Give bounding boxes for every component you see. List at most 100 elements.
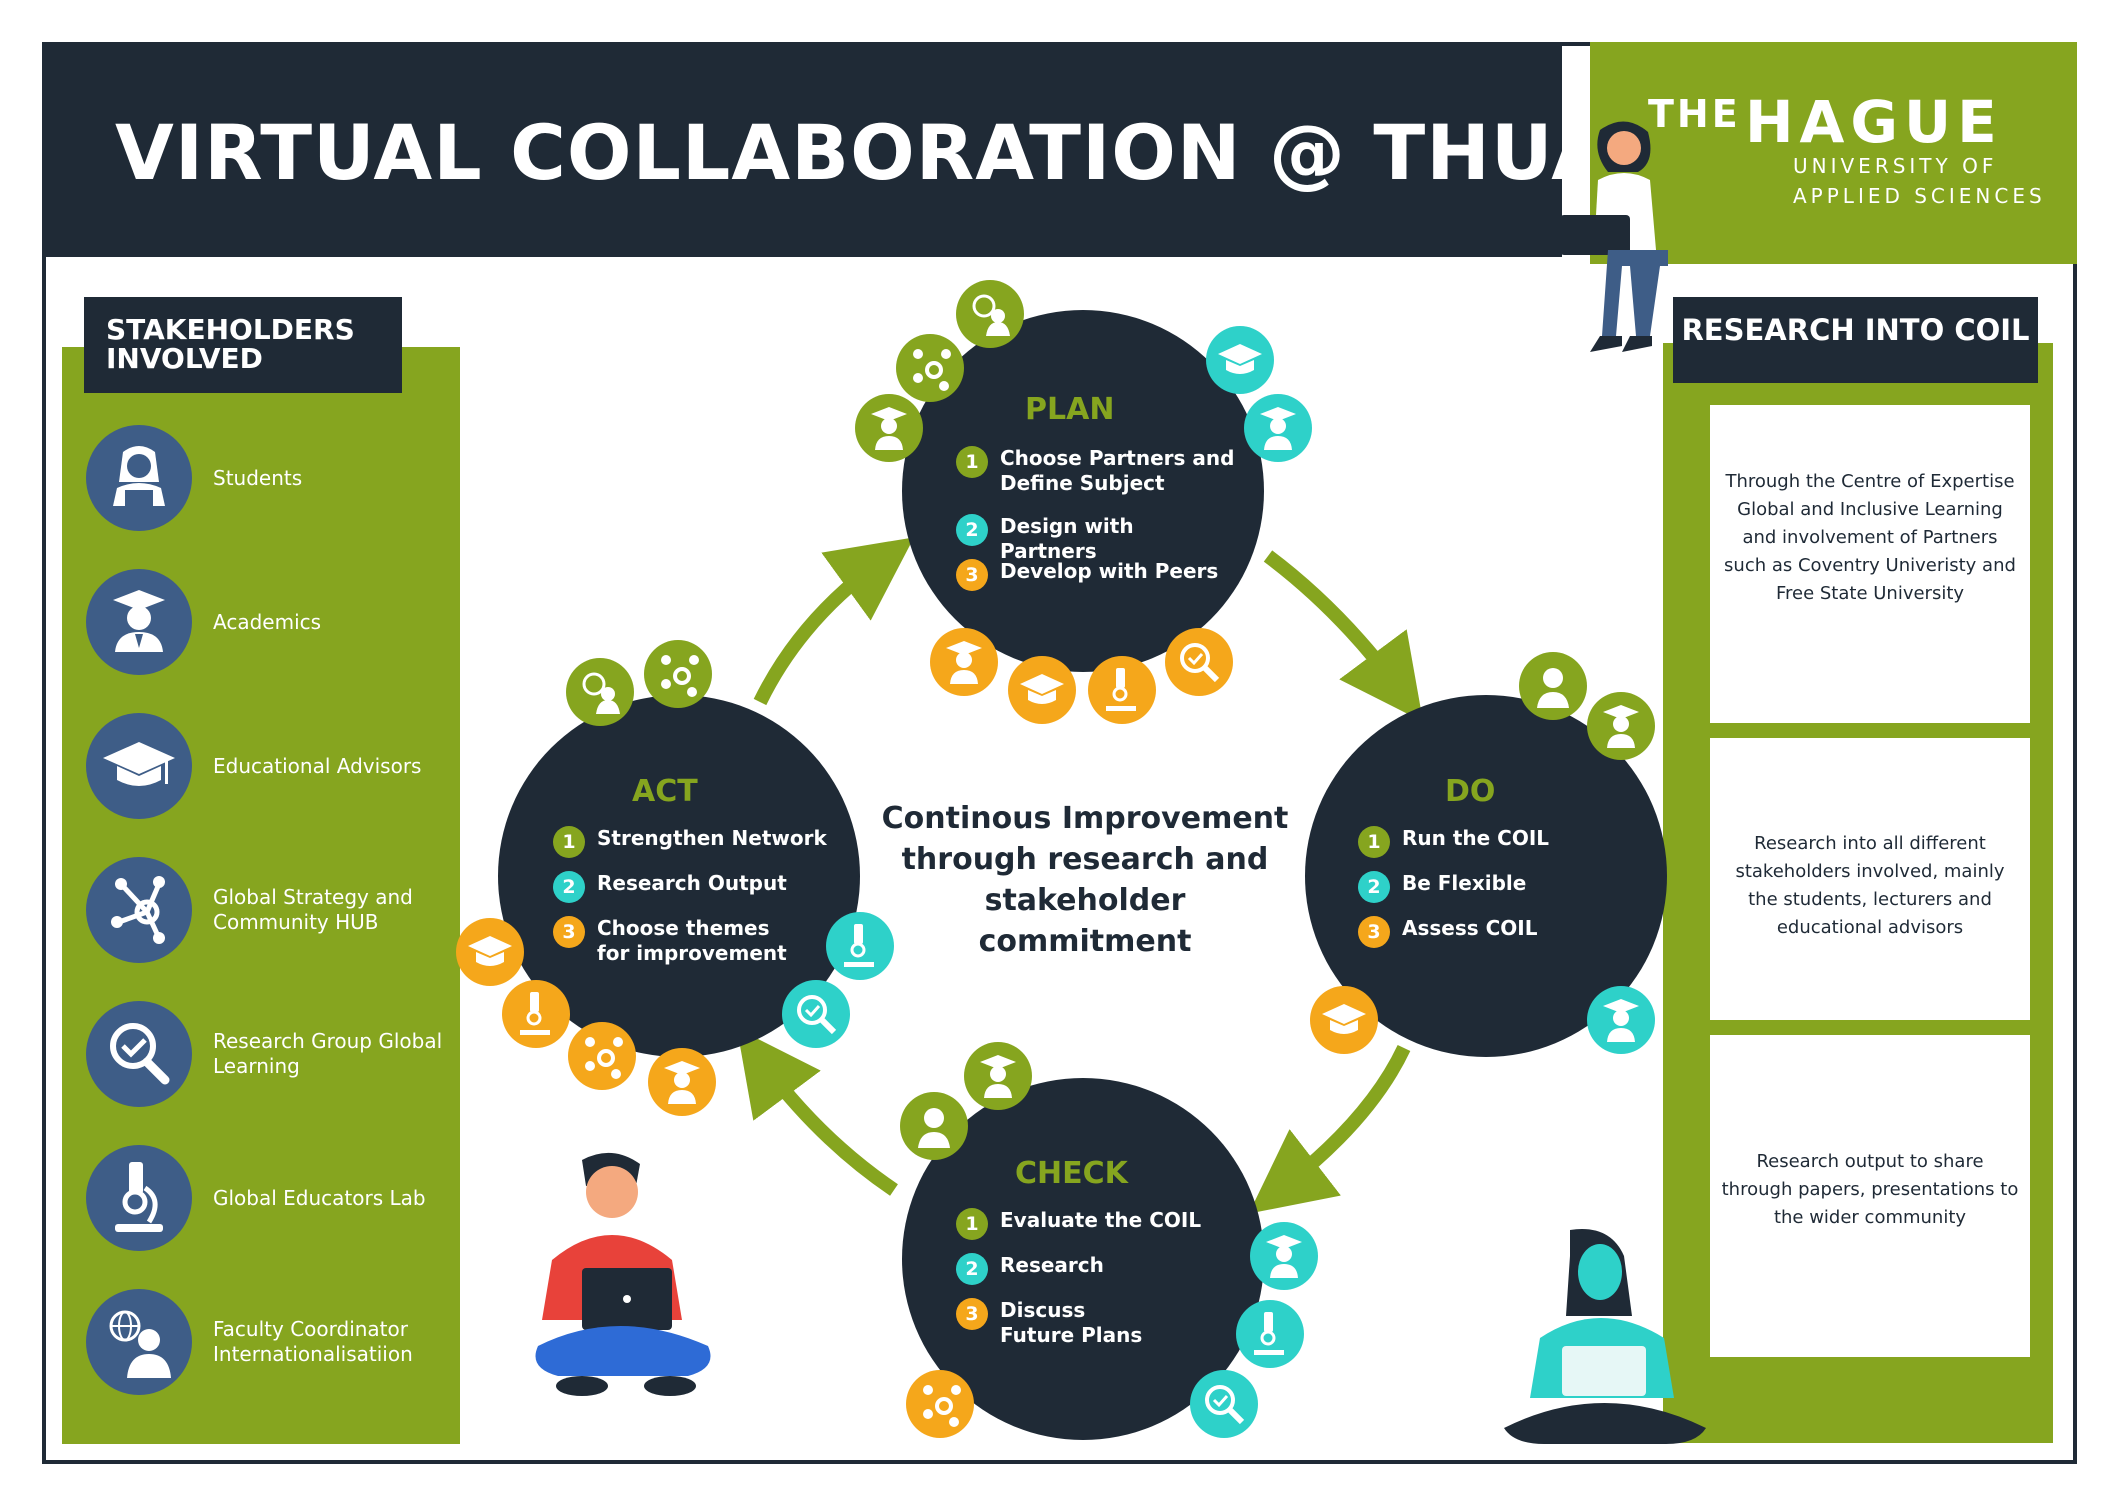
research-card-text: Research output to share through papers,… xyxy=(1721,1151,2019,1228)
network-icon xyxy=(86,857,192,963)
graduation-cap-icon xyxy=(1310,986,1378,1054)
microscope-icon xyxy=(1088,656,1156,724)
step-text: Discuss Future Plans xyxy=(1000,1298,1143,1347)
microscope-icon xyxy=(1236,1300,1304,1368)
act-title: ACT xyxy=(632,774,698,809)
step-number: 1 xyxy=(1358,826,1390,858)
graduation-cap-icon xyxy=(456,918,524,986)
globe-person-icon xyxy=(566,658,634,726)
logo-hague: HAGUE xyxy=(1745,88,2003,156)
do-step: 1 Run the COIL xyxy=(1358,826,1618,858)
step-text: Develop with Peers xyxy=(1000,559,1219,583)
step-text: Research xyxy=(1000,1253,1104,1277)
stakeholder-item: Academics xyxy=(86,569,446,677)
step-number: 2 xyxy=(956,1253,988,1285)
step-text: Run the COIL xyxy=(1402,826,1550,850)
step-text: Choose themes for improvement xyxy=(597,916,787,965)
globe-person-icon xyxy=(956,280,1024,348)
step-text: Choose Partners and Define Subject xyxy=(1000,446,1235,495)
do-step: 3 Assess COIL xyxy=(1358,916,1618,948)
act-step: 1 Strengthen Network xyxy=(553,826,833,858)
stakeholder-label: Global Educators Lab xyxy=(213,1185,426,1210)
academic-icon xyxy=(86,569,192,675)
research-card xyxy=(1710,738,2030,1020)
student-icon xyxy=(900,1092,968,1160)
step-number: 1 xyxy=(956,1208,988,1240)
microscope-icon xyxy=(86,1145,192,1251)
do-title: DO xyxy=(1445,774,1496,809)
step-text: Be Flexible xyxy=(1402,871,1527,895)
act-step: 3 Choose themes for improvement xyxy=(553,916,793,966)
student-icon xyxy=(86,425,192,531)
student-icon xyxy=(1519,652,1587,720)
magnifier-check-icon xyxy=(1165,628,1233,696)
step-text: Strengthen Network xyxy=(597,826,827,850)
header-banner xyxy=(42,42,1562,257)
step-number: 2 xyxy=(553,871,585,903)
stakeholders-tab xyxy=(84,297,402,393)
step-number: 1 xyxy=(956,446,988,478)
stakeholder-label: Faculty Coordinator Internationalisatiio… xyxy=(213,1317,413,1366)
microscope-icon xyxy=(826,912,894,980)
stakeholder-label: Educational Advisors xyxy=(213,753,422,778)
step-number: 3 xyxy=(956,1298,988,1330)
academic-icon xyxy=(1250,1222,1318,1290)
academic-icon xyxy=(648,1048,716,1116)
network-icon xyxy=(896,334,964,402)
woman-laptop-illustration xyxy=(1560,121,1668,352)
stakeholder-item: Global Educators Lab xyxy=(86,1145,446,1253)
plan-step: 3 Develop with Peers xyxy=(956,559,1236,591)
research-card-text: Research into all different stakeholders… xyxy=(1735,833,2005,938)
stakeholder-item: Educational Advisors xyxy=(86,713,446,821)
magnifier-check-icon xyxy=(782,980,850,1048)
step-number: 1 xyxy=(553,826,585,858)
check-title: CHECK xyxy=(1015,1156,1128,1191)
network-icon xyxy=(644,640,712,708)
stakeholder-label: Global Strategy and Community HUB xyxy=(213,885,413,934)
microscope-icon xyxy=(502,980,570,1048)
step-number: 2 xyxy=(956,514,988,546)
research-title: RESEARCH INTO COIL xyxy=(1681,313,2030,347)
stakeholders-title: STAKEHOLDERS INVOLVED xyxy=(106,313,355,375)
stakeholder-item: Research Group Global Learning xyxy=(86,1001,446,1109)
woman-sitting-illustration xyxy=(1504,1229,1706,1444)
university-logo xyxy=(1590,42,2077,264)
academic-icon xyxy=(1587,986,1655,1054)
plan-title: PLAN xyxy=(1025,392,1115,427)
magnifier-check-icon xyxy=(1190,1370,1258,1438)
plan-step: 1 Choose Partners and Define Subject xyxy=(956,446,1236,496)
check-step: 2 Research xyxy=(956,1253,1226,1285)
academic-icon xyxy=(855,394,923,462)
step-text: Research Output xyxy=(597,871,787,895)
academic-icon xyxy=(930,628,998,696)
logo-line-2: APPLIED SCIENCES xyxy=(1793,184,2046,208)
stakeholder-label: Research Group Global Learning xyxy=(213,1029,443,1078)
do-step: 2 Be Flexible xyxy=(1358,871,1618,903)
network-icon xyxy=(906,1370,974,1438)
logo-the: THE xyxy=(1648,92,1741,136)
man-laptop-illustration xyxy=(535,1152,711,1396)
page-title: VIRTUAL COLLABORATION @ THUAS xyxy=(115,108,1667,197)
graduation-cap-icon xyxy=(1008,656,1076,724)
stakeholder-item: Faculty Coordinator Internationalisatiio… xyxy=(86,1289,446,1397)
step-number: 3 xyxy=(1358,916,1390,948)
research-card xyxy=(1710,405,2030,723)
plan-step: 2 Design with Partners xyxy=(956,514,1236,564)
step-text: Design with Partners xyxy=(1000,514,1134,563)
step-number: 2 xyxy=(1358,871,1390,903)
stakeholder-label: Students xyxy=(213,465,303,490)
step-text: Assess COIL xyxy=(1402,916,1538,940)
academic-icon xyxy=(1587,692,1655,760)
globe-person-icon xyxy=(86,1289,192,1395)
logo-line-1: UNIVERSITY OF xyxy=(1793,154,1998,178)
network-icon xyxy=(568,1022,636,1090)
magnifier-check-icon xyxy=(86,1001,192,1107)
academic-icon xyxy=(1244,394,1312,462)
research-card xyxy=(1710,1035,2030,1357)
stakeholder-item: Students xyxy=(86,425,446,533)
graduation-cap-icon xyxy=(86,713,192,819)
act-step: 2 Research Output xyxy=(553,871,833,903)
research-tab xyxy=(1673,297,2038,383)
step-number: 3 xyxy=(553,916,585,948)
